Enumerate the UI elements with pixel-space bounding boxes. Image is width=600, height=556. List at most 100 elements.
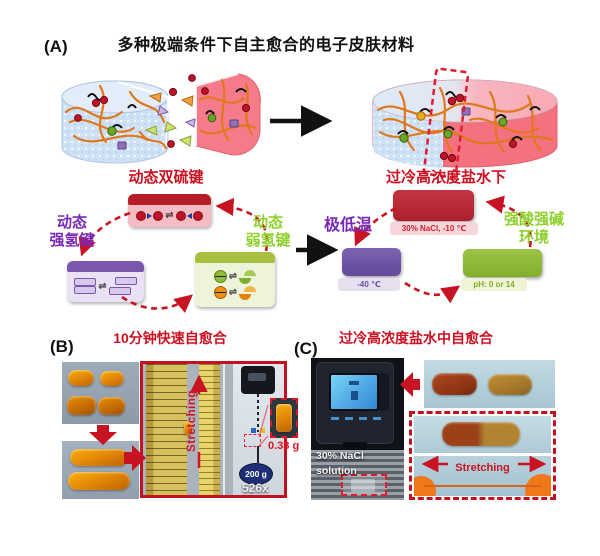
glass-vial [351, 479, 375, 492]
bond-motifs [74, 92, 162, 150]
healed-sample [68, 472, 130, 490]
green-circle-icon [213, 270, 227, 283]
brine-healed-sample [442, 422, 520, 446]
hook-wire [257, 446, 259, 463]
side-buttons [379, 373, 389, 411]
strong-hbond-icons: ⇌ [67, 271, 144, 302]
label-dynamic-weak-hbond: 动态 弱氢键 [245, 214, 291, 249]
weak-hbond-strip [195, 252, 275, 263]
dangling-groups [157, 87, 178, 148]
bond-line [214, 291, 226, 294]
brine-cut-samples-photo [424, 360, 555, 408]
label-supercooled-brine: 过冷高浓度盐水下 [385, 169, 506, 186]
stacked-bars-icon [74, 278, 97, 295]
tiny-sample [276, 404, 292, 432]
weight-label: 200 g [239, 463, 273, 485]
label-dynamic-disulfide: 动态双硫键 [128, 169, 204, 186]
bond-arrow-icon [147, 212, 153, 219]
solution-label-line2: solution [316, 465, 357, 477]
bar-icon [74, 278, 97, 286]
polymer-network [64, 84, 168, 150]
panel-b-label: (B) [50, 337, 74, 356]
bond-line [214, 275, 226, 278]
half-circle [239, 277, 252, 284]
clamp-part [251, 428, 256, 433]
cut-cylinder-pink [178, 73, 261, 156]
lcd-digit [351, 391, 358, 400]
label-dynamic-strong-hbond: 动态 强氢键 [49, 214, 95, 249]
sample-olive [488, 374, 532, 395]
figure-title: 多种极端条件下自主愈合的电子皮肤材料 [117, 37, 415, 54]
scale-chain [257, 394, 259, 432]
ruler-tape-stretched [199, 364, 220, 495]
cut-samples-photo [62, 362, 139, 424]
half-circle [239, 293, 252, 300]
device-stand [343, 442, 367, 450]
brine-bath-photo: 30% NaCl solution [311, 358, 404, 500]
panel-a-label: (A) [44, 37, 68, 56]
button [373, 417, 381, 420]
frame-edge [223, 364, 225, 495]
sample-piece [98, 397, 125, 415]
bar-icon [114, 277, 137, 285]
sample-dark [432, 373, 477, 395]
healed-samples-photo [62, 441, 139, 499]
stretching-label-vertical: Stretching [186, 390, 198, 452]
sulfur-dot-icon [192, 210, 203, 221]
bond-motifs [397, 91, 541, 163]
button [331, 417, 339, 420]
clamp-part [260, 428, 265, 433]
disulfide-box-icons: ⇌ [128, 204, 211, 227]
equilibrium-symbol: ⇌ [165, 209, 174, 221]
offset-bars-icon [108, 277, 137, 296]
stretched-strand [424, 484, 541, 487]
lcd-screen [329, 373, 379, 411]
healed-cylinder [372, 67, 558, 179]
hanging-scale-device [241, 366, 275, 394]
sample-piece [100, 371, 124, 386]
bar-icon [74, 286, 97, 294]
lowtemp-condition-box [342, 248, 401, 276]
orange-circle-icon [213, 286, 227, 299]
orange-pair-row: ⇌ [213, 285, 257, 300]
solution-label-line1: 30% NaCl [316, 450, 364, 462]
brine-stretch-photo: Stretching [414, 456, 551, 496]
half-circle [244, 269, 257, 276]
equilibrium-symbol: ⇌ [228, 286, 238, 298]
lowtemp-caption: -40 ℃ [338, 278, 400, 291]
ph-condition-box [463, 249, 542, 277]
lcd-digit [349, 381, 359, 385]
sulfur-dot-icon [136, 210, 147, 221]
disulfide-box-strip [128, 194, 211, 205]
green-pair-row: ⇌ [213, 269, 257, 284]
equilibrium-symbol: ⇌ [98, 280, 107, 292]
label-strong-acid-alkali: 强酸强碱 环境 [503, 211, 564, 246]
bar-icon [108, 287, 131, 295]
cut-cylinder-blue [61, 80, 178, 164]
panel-c-label: (C) [294, 339, 318, 358]
healed-sample [70, 449, 128, 466]
green-halves-icon [239, 269, 257, 284]
disulfide-bond-box: ⇌ [128, 194, 211, 227]
healed-interface-highlight [422, 67, 470, 179]
weak-hbond-icons: ⇌ ⇌ [195, 262, 275, 307]
sulfur-dot-icon [175, 210, 186, 221]
button [359, 417, 367, 420]
sulfur-dot-icon [153, 210, 164, 221]
ph-caption: pH: 0 or 14 [461, 278, 527, 291]
bond-arrow-icon [186, 212, 192, 219]
zoomed-sample-box [270, 398, 298, 438]
stretching-test-photo: 200 g 526x [140, 361, 287, 498]
half-circle [244, 285, 257, 292]
label-extreme-low-temp: 极低温 [323, 217, 372, 234]
temperature-controller [316, 362, 394, 444]
orange-halves-icon [239, 285, 257, 300]
brine-healed-box: Stretching [409, 411, 556, 500]
strong-hbond-box: ⇌ [67, 261, 144, 302]
button [345, 417, 353, 420]
panel-c-title: 过冷高浓度盐水中自愈合 [339, 330, 493, 346]
stretched-sample [184, 422, 192, 435]
panel-b-title: 10分钟快速自愈合 [113, 330, 227, 346]
scale-display [248, 373, 266, 381]
